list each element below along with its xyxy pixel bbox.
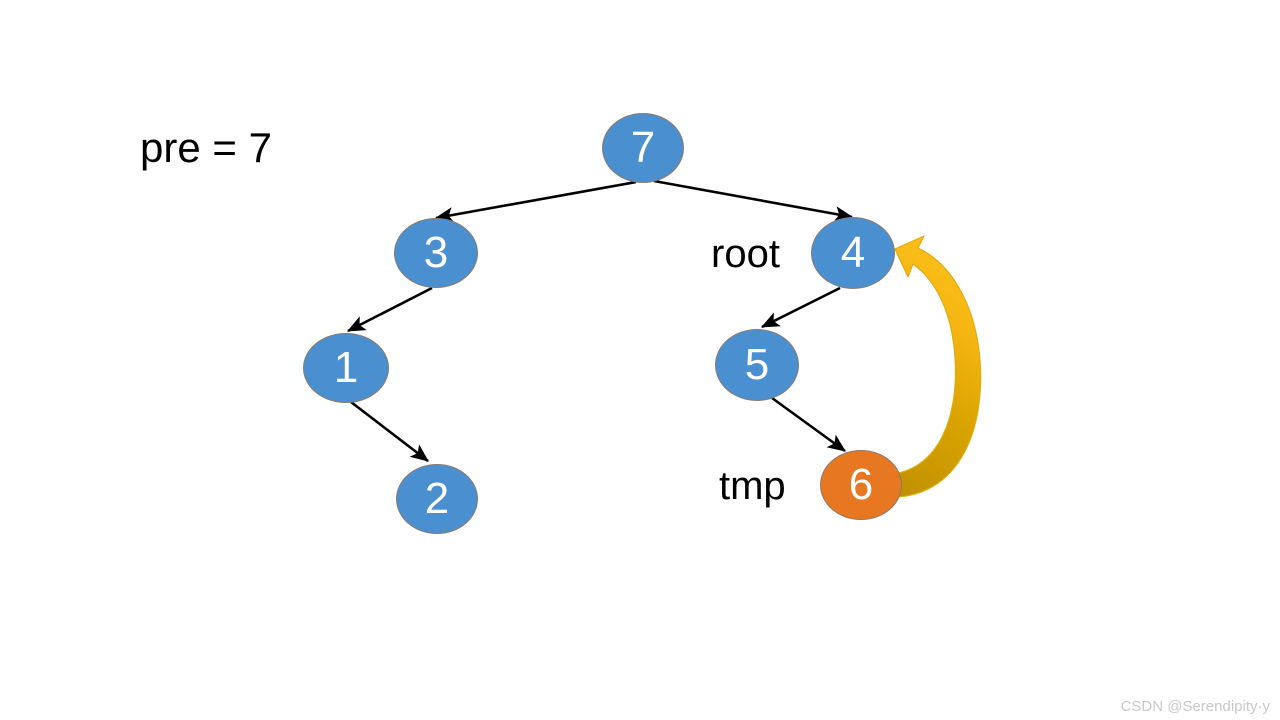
tree-node-1-value: 1 xyxy=(333,343,359,392)
tree-node-4-value: 4 xyxy=(840,228,866,277)
tree-node-3-value: 3 xyxy=(423,228,449,277)
tree-node-7-value: 7 xyxy=(630,123,656,172)
edge-7-to-4 xyxy=(653,179,854,222)
edge-7-to-3 xyxy=(434,180,637,223)
tree-node-2-value: 2 xyxy=(424,474,450,523)
tree-node-1[interactable]: 1 xyxy=(303,333,389,403)
watermark: CSDN @Serendipity·y xyxy=(1120,698,1270,715)
pointer-label-root: root xyxy=(711,232,780,276)
tree-node-4[interactable]: 4 xyxy=(811,217,895,289)
tree-node-3[interactable]: 3 xyxy=(394,218,478,288)
tree-node-6[interactable]: 6 xyxy=(820,450,902,520)
annotation-pre-value: pre = 7 xyxy=(140,124,272,171)
tree-node-5-value: 5 xyxy=(744,340,770,389)
tree-node-2[interactable]: 2 xyxy=(396,464,478,534)
edge-5-to-6 xyxy=(771,396,846,453)
tree-node-5[interactable]: 5 xyxy=(715,329,799,401)
tree-node-7[interactable]: 7 xyxy=(602,113,684,183)
edge-3-to-1 xyxy=(347,286,433,333)
tree-node-6-value: 6 xyxy=(848,460,874,509)
highlight-arrow-6-to-4 xyxy=(892,235,982,498)
edge-4-to-5 xyxy=(761,286,841,329)
edge-1-to-2 xyxy=(350,400,429,463)
pointer-label-tmp: tmp xyxy=(719,464,786,508)
